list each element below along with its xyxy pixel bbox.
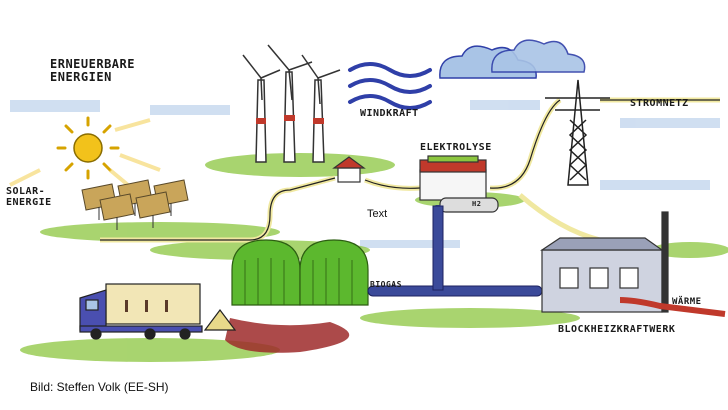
label-solarenergie: SOLAR- ENERGIE [6, 186, 52, 208]
heat-pipe [619, 297, 726, 317]
wind-waves-icon [348, 62, 432, 110]
biogas-pipe [367, 205, 543, 297]
label-blockheizkraftwerk: BLOCKHEIZKRAFTWERK [558, 324, 676, 335]
transmission-tower-icon [545, 79, 610, 186]
label-erneuerbare-energien: ERNEUERBARE ENERGIEN [50, 57, 135, 85]
solar-panels [81, 179, 189, 230]
label-waerme: WÄRME [672, 297, 702, 307]
biomass-truck [79, 283, 237, 340]
label-h2: H2 [472, 200, 482, 208]
digestate-spill [225, 318, 350, 353]
label-windkraft: WINDKRAFT [360, 108, 419, 119]
transformer-house [332, 156, 366, 183]
image-credit-caption: Bild: Steffen Volk (EE-SH) [30, 380, 169, 394]
electrolysis-unit [419, 155, 499, 290]
biogas-tanks [231, 239, 369, 306]
label-elektrolyse: ELEKTROLYSE [420, 142, 492, 153]
label-stromnetz: STROMNETZ [630, 98, 689, 109]
label-text: Text [367, 208, 388, 220]
wind-turbines [242, 44, 341, 163]
sky-washes [10, 100, 720, 248]
sun-icon [9, 116, 161, 197]
label-biogas: BIOGAS [370, 280, 402, 289]
clouds-icon [439, 39, 586, 79]
